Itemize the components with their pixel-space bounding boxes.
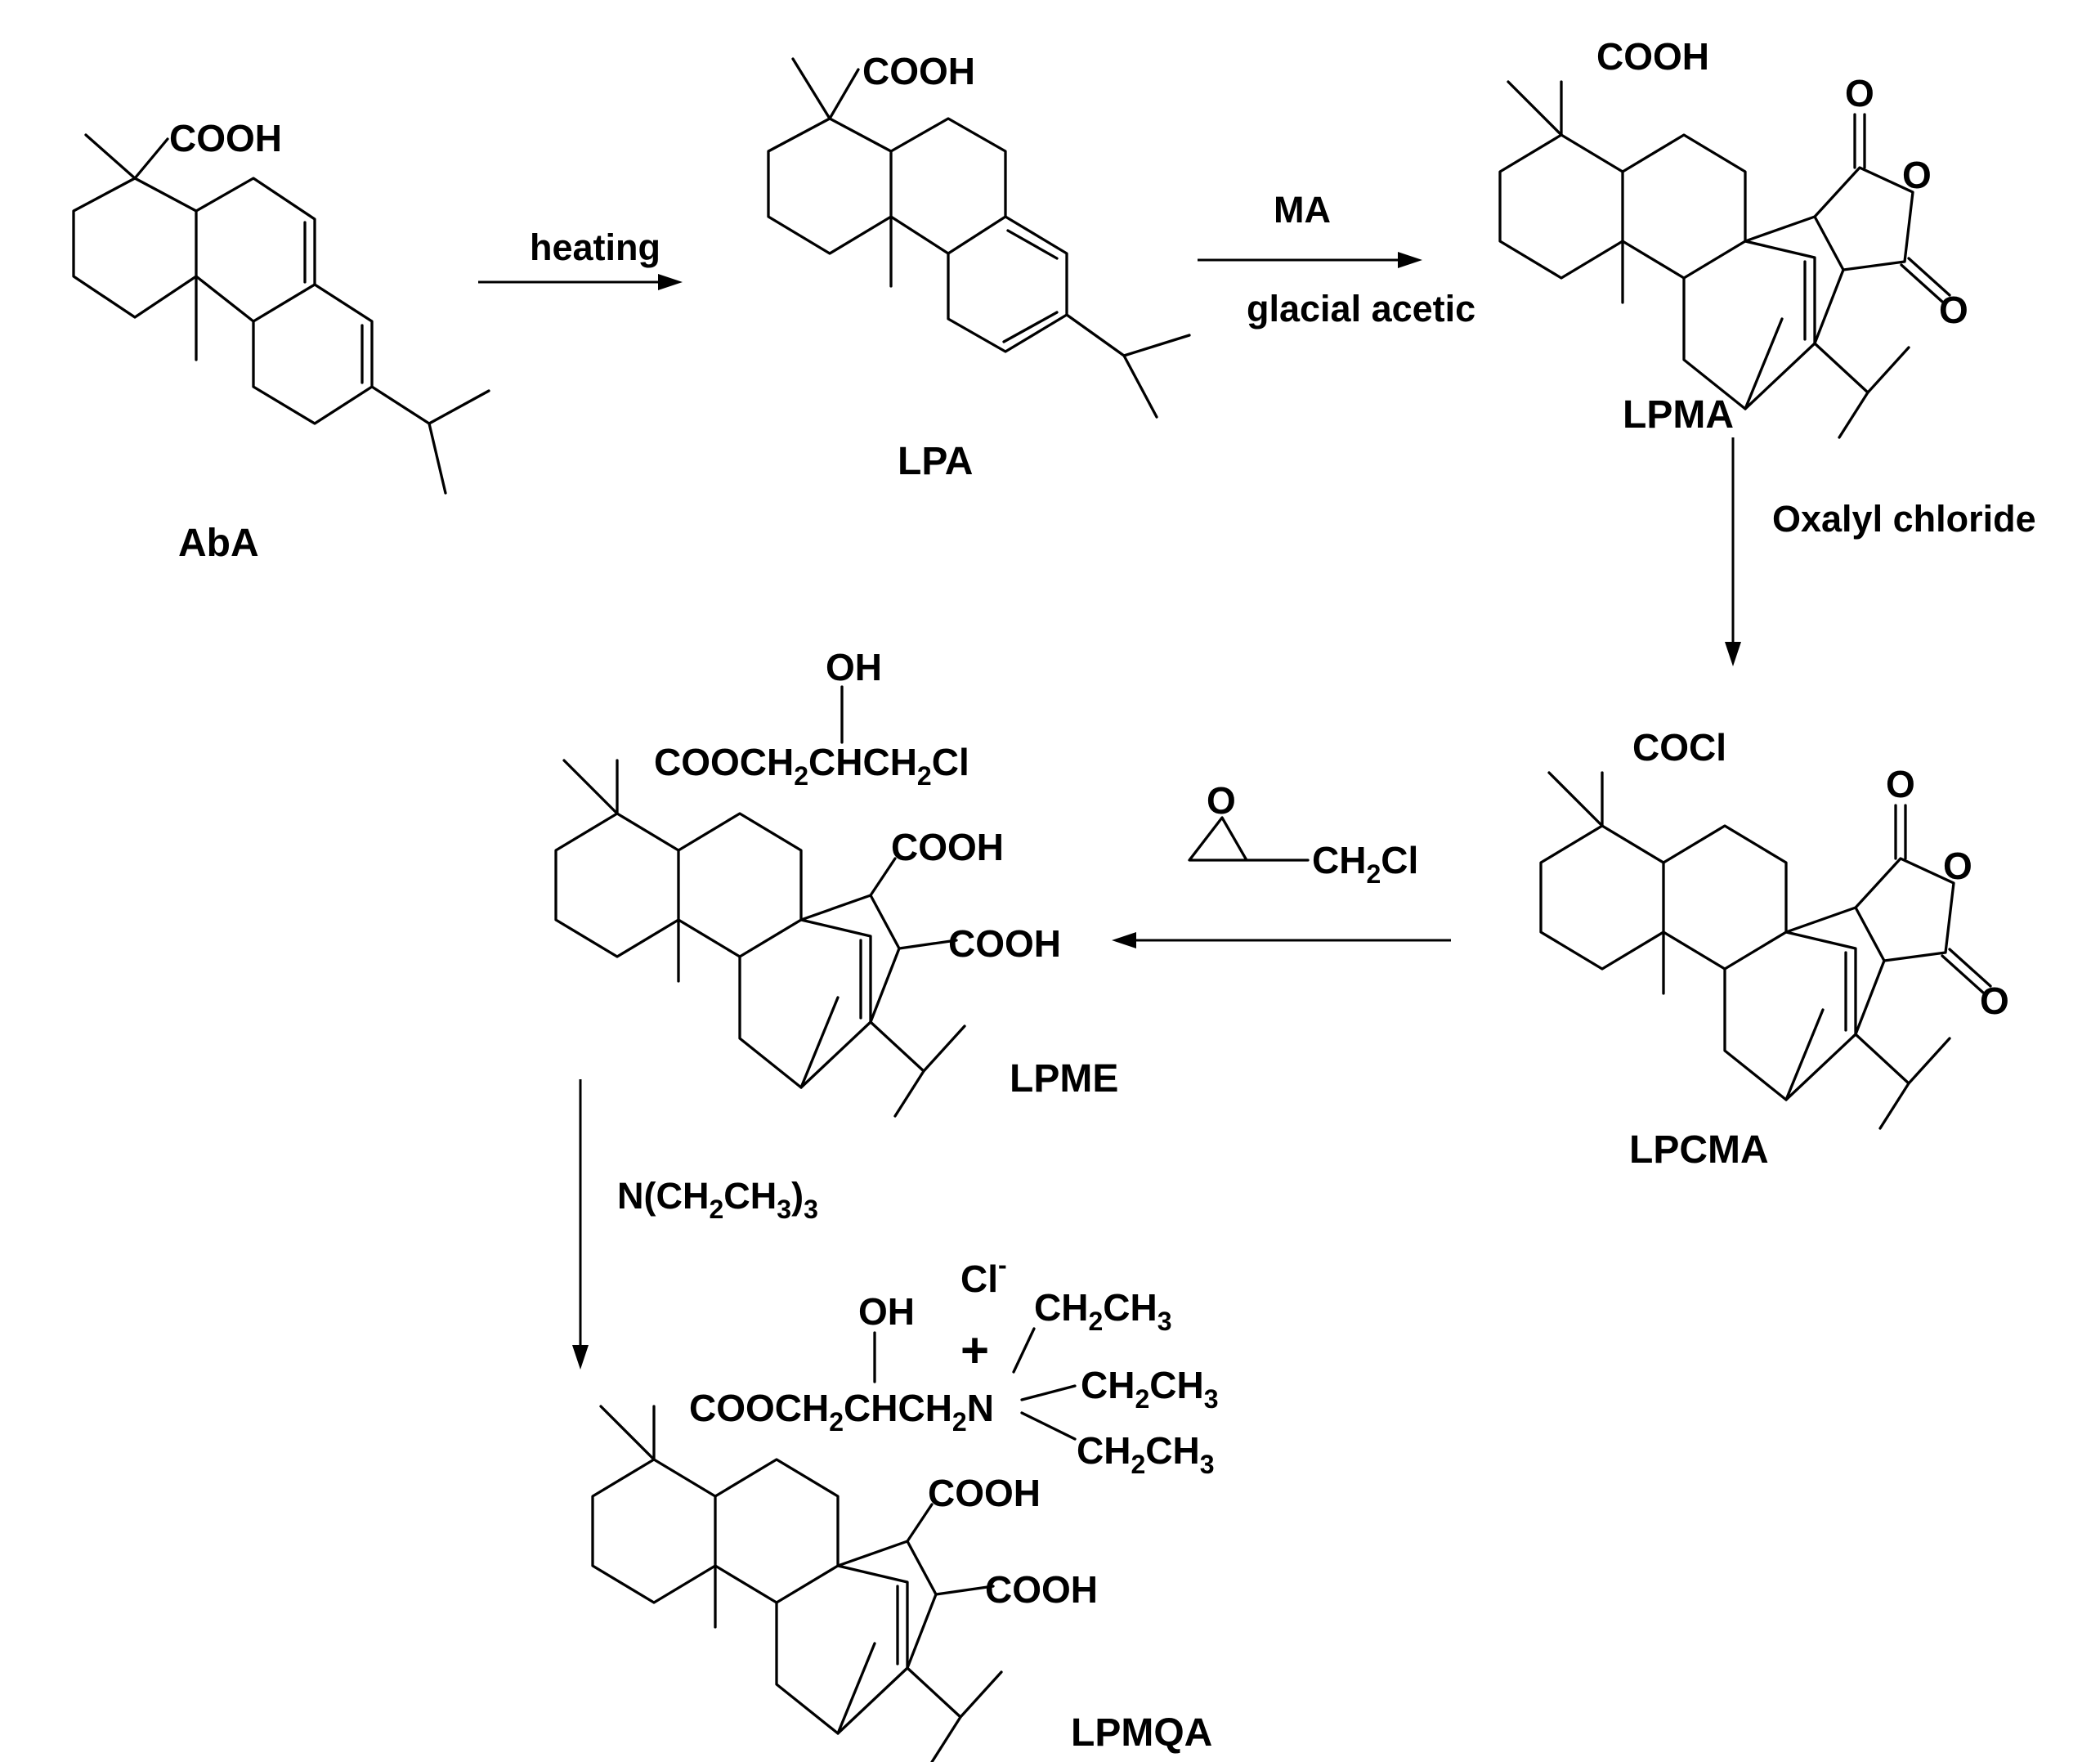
lpme-acid2-label: COOH bbox=[948, 922, 1061, 965]
lpmqa-acid1-label: COOH bbox=[928, 1472, 1041, 1514]
lpmqa-ethyl3-label: CH2CH3 bbox=[1077, 1429, 1215, 1479]
lpcma-anhydride-ring bbox=[1784, 804, 1992, 1036]
lpma-carboxyl-label: COOH bbox=[1596, 35, 1709, 78]
lpmqa-ethyl2-label: CH2CH3 bbox=[1081, 1364, 1219, 1414]
lpmqa-ethyl-bonds bbox=[1012, 1327, 1077, 1441]
arrow-diels-alder: MA glacial acetic bbox=[1198, 189, 1475, 330]
lpme-acid1-label: COOH bbox=[891, 826, 1004, 868]
lpme-name: LPME bbox=[1010, 1057, 1118, 1101]
lpma-anhydride-ring bbox=[1744, 113, 1951, 345]
amine-label: N(CH2CH3)3 bbox=[617, 1175, 818, 1224]
aba-carboxyl-label: COOH bbox=[169, 117, 282, 159]
lpmqa-ethyl1-label: CH2CH3 bbox=[1034, 1286, 1172, 1336]
aba-ring-c bbox=[252, 283, 374, 425]
lpma-name: LPMA bbox=[1623, 393, 1734, 437]
epoxide-ch2cl-label: CH2Cl bbox=[1312, 839, 1418, 889]
lpcma-ring-o: O bbox=[1943, 845, 1972, 887]
compound-lpmqa: OH Cl- + COOCH2CHCH2N CH2CH3 CH2CH3 CH2C… bbox=[591, 1250, 1219, 1762]
compound-lpme: OH COOCH2CHCH2Cl COOH COOH LPME bbox=[554, 646, 1118, 1118]
lpma-skeleton bbox=[1498, 80, 1910, 439]
lpme-hydroxyl-label: OH bbox=[826, 646, 882, 688]
lpcma-name: LPCMA bbox=[1629, 1128, 1769, 1172]
compound-lpa: COOH LPA bbox=[767, 50, 1191, 483]
lpmqa-ester-label: COOCH2CHCH2N bbox=[689, 1387, 994, 1437]
lpcma-skeleton bbox=[1539, 771, 1951, 1130]
epoxide-ring bbox=[1188, 816, 1310, 862]
aba-name: AbA bbox=[178, 522, 259, 565]
lpa-double-bonds bbox=[1002, 229, 1059, 343]
lpmqa-anion-label: Cl- bbox=[960, 1250, 1007, 1300]
lpcma-carbonyl-o2: O bbox=[1980, 980, 2009, 1022]
arrow-oxalyl-chloride: Oxalyl chloride bbox=[1725, 437, 2036, 666]
oxalyl-label: Oxalyl chloride bbox=[1772, 498, 2036, 540]
lpa-name: LPA bbox=[898, 440, 973, 483]
solvent-label: glacial acetic bbox=[1247, 288, 1475, 330]
lpcma-acyl-chloride-label: COCl bbox=[1632, 726, 1726, 769]
lpa-ring-b bbox=[889, 117, 1007, 255]
lpmqa-skeleton bbox=[591, 1405, 1003, 1762]
lpa-ring-c bbox=[947, 215, 1068, 353]
lpme-ester-label: COOCH2CHCH2Cl bbox=[654, 741, 969, 791]
aba-ring-a bbox=[72, 177, 198, 319]
lpme-skeleton bbox=[554, 759, 966, 1118]
lpme-diacid-bridge bbox=[799, 857, 958, 1024]
ma-label: MA bbox=[1274, 189, 1331, 231]
lpa-carboxyl-label: COOH bbox=[862, 50, 975, 92]
epoxide-o-label: O bbox=[1207, 779, 1236, 822]
arrow-heating: heating bbox=[478, 226, 683, 290]
lpa-ring-a bbox=[767, 117, 893, 255]
compound-lpma: COOH O O O LPMA bbox=[1498, 35, 1968, 439]
lpma-carbonyl-o2: O bbox=[1939, 289, 1968, 331]
heating-label: heating bbox=[530, 226, 660, 268]
lpmqa-name: LPMQA bbox=[1071, 1711, 1212, 1755]
arrow-triethylamine: N(CH2CH3)3 bbox=[572, 1079, 818, 1370]
lpma-ring-o: O bbox=[1902, 154, 1932, 196]
aba-ring-b bbox=[195, 177, 316, 323]
compound-aba: COOH AbA bbox=[72, 117, 490, 565]
arrow-epichlorohydrin: O CH2Cl bbox=[1112, 779, 1451, 948]
aba-substituents bbox=[84, 133, 490, 495]
lpmqa-diacid-bridge bbox=[836, 1503, 995, 1670]
lpmqa-cation-charge: + bbox=[960, 1323, 989, 1378]
lpa-substituents bbox=[791, 57, 1191, 419]
compound-lpcma: COCl O O O LPCMA bbox=[1539, 726, 2009, 1172]
lpma-carbonyl-o1: O bbox=[1845, 72, 1874, 114]
lpmqa-acid2-label: COOH bbox=[985, 1568, 1098, 1611]
lpmqa-hydroxyl-label: OH bbox=[858, 1290, 915, 1333]
lpcma-carbonyl-o1: O bbox=[1886, 763, 1915, 805]
